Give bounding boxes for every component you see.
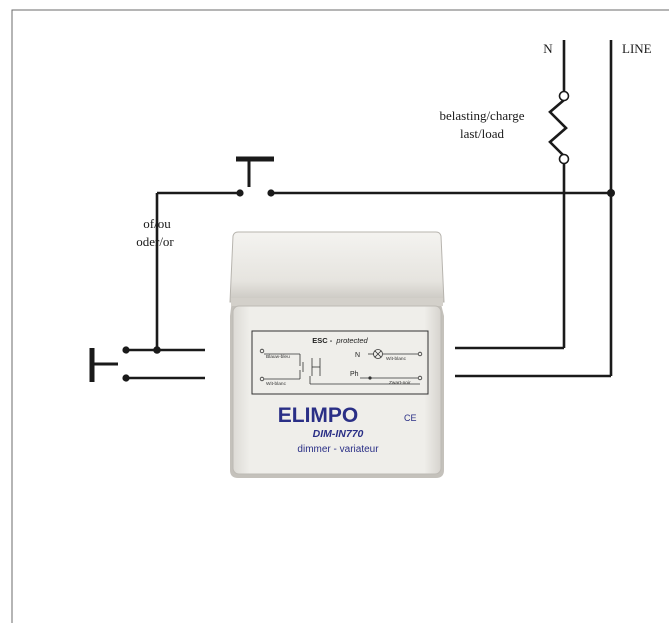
n-terminal-label: N xyxy=(355,352,360,359)
device-lid xyxy=(229,231,445,303)
left-pushbutton xyxy=(89,346,130,382)
or-label-line2: oder/or xyxy=(136,234,174,249)
brand-logo: ELIMPO xyxy=(278,404,359,427)
load-terminal-bottom xyxy=(558,153,570,165)
device-body xyxy=(232,305,442,475)
wit-blanc-left-label: Wit-blanc xyxy=(266,381,287,387)
line-junction xyxy=(607,189,615,197)
line-wire xyxy=(271,40,613,378)
top-pushbutton xyxy=(236,156,275,197)
load-terminal-top xyxy=(558,90,570,102)
pushbutton-wire xyxy=(127,191,240,380)
ph-terminal-label: Ph xyxy=(350,371,359,378)
esc-label: ESC - protected xyxy=(312,336,368,345)
ce-mark: CE xyxy=(404,413,417,423)
dimmer-device: ESC - protected Blauw-bleu xyxy=(229,231,445,478)
load-label-line1: belasting/charge xyxy=(440,108,525,123)
zwart-noir-label: Zwart-noir xyxy=(389,380,411,386)
model-number: DIM-IN770 xyxy=(313,428,364,440)
or-label-line1: of/ou xyxy=(143,216,171,231)
wit-blanc-right-label: Wit-blanc xyxy=(386,356,407,362)
neutral-label: N xyxy=(543,41,553,56)
frame-border xyxy=(11,9,669,623)
blauw-bleu-label: Blauw-bleu xyxy=(266,354,290,360)
line-label: LINE xyxy=(622,41,652,56)
device-description: dimmer - variateur xyxy=(297,444,379,455)
load-label-line2: last/load xyxy=(460,126,505,141)
pushbutton-junction xyxy=(153,346,161,354)
terminal-schematic xyxy=(251,330,429,395)
